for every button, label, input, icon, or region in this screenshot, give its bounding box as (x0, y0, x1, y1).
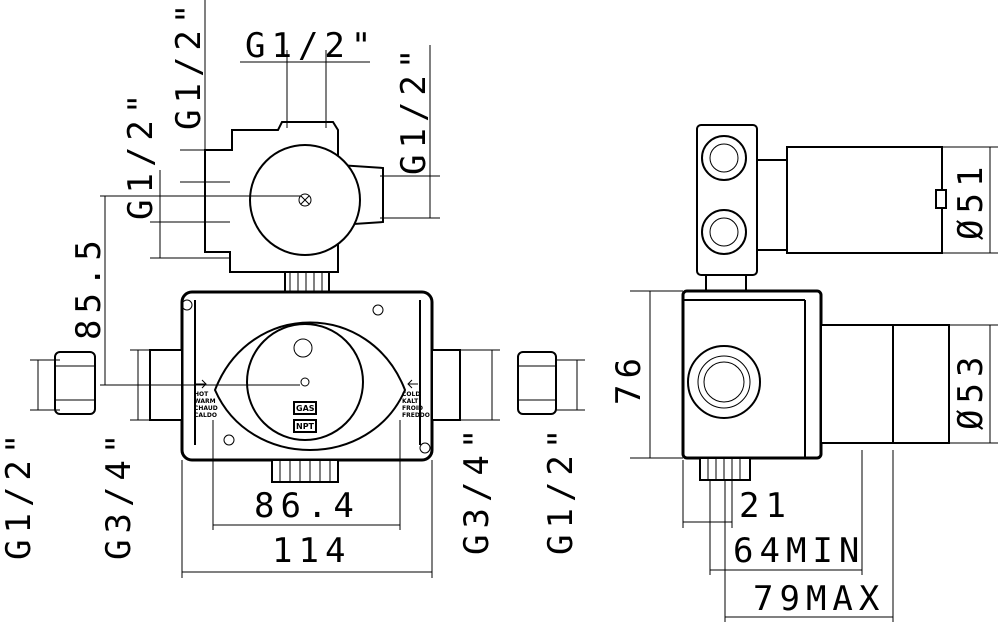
dim-height-76: 76 (609, 352, 649, 405)
cold-label-3: FROID (402, 405, 423, 412)
dimension-lines-right (630, 146, 998, 622)
dim-inlet-right-thread: G3/4" (457, 423, 497, 555)
cold-label-4: FREDDO (402, 412, 430, 419)
dimension-text-right: 76 Ø51 Ø53 21 64MIN 79MAX (609, 161, 991, 619)
gas-badge: GAS (296, 404, 315, 413)
cold-label-1: COLD (402, 391, 420, 398)
dim-depth-max: 79MAX (753, 579, 885, 619)
dim-dia-53: Ø53 (951, 351, 991, 430)
npt-badge: NPT (296, 422, 315, 431)
dim-left-thread: G1/2" (121, 88, 161, 220)
dim-dia-51: Ø51 (951, 161, 991, 240)
side-view-body (681, 289, 950, 481)
hot-label-4: CALDO (194, 412, 217, 419)
dim-outer-right-thread: G1/2" (541, 423, 581, 555)
dim-depth-21: 21 (739, 486, 792, 526)
dim-right-thread: G1/2" (394, 43, 434, 175)
cold-label-2: KALT (402, 398, 419, 405)
right-fitting (517, 351, 557, 415)
diverter-valve (204, 121, 384, 293)
dimension-lines-left (30, 0, 585, 578)
dim-depth-min: 64MIN (733, 531, 865, 571)
dim-width-86: 86.4 (254, 486, 360, 526)
dim-height-85: 85.5 (69, 234, 109, 340)
dim-outer-left-thread: G1/2" (0, 428, 39, 560)
hot-label-1: HOT (194, 391, 209, 398)
dim-inlet-left-thread: G3/4" (99, 428, 139, 560)
dim-width-114: 114 (272, 531, 351, 571)
left-fitting (54, 351, 96, 415)
dimension-text-left: G1/2" G1/2" G1/2" G1/2" 85.5 G1/2" G3/4"… (0, 0, 581, 571)
mixer-body: HOT WARM CHAUD CALDO COLD KALT FROID FRE… (149, 290, 461, 483)
dim-top-thread: G1/2" (245, 26, 377, 66)
hot-label-3: CHAUD (194, 405, 218, 412)
hot-label-2: WARM (194, 398, 216, 405)
dim-upper-left-thread: G1/2" (169, 0, 209, 130)
side-view-diverter (696, 124, 947, 292)
